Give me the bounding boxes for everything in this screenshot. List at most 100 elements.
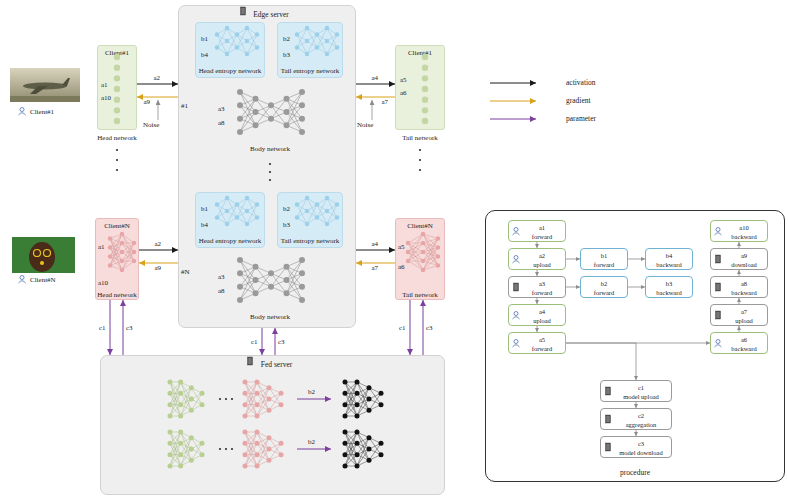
node-text: backward xyxy=(656,261,681,269)
network-link xyxy=(247,48,257,55)
network-neuron xyxy=(120,268,124,272)
network-link xyxy=(181,443,192,460)
network-link xyxy=(122,252,134,253)
network-link xyxy=(181,460,192,466)
client-icon xyxy=(715,340,722,348)
network-link xyxy=(257,438,269,444)
network-neuron xyxy=(421,259,425,263)
node-text: a6 xyxy=(741,336,747,344)
network-link xyxy=(122,261,134,270)
network-link xyxy=(240,293,256,300)
network-link xyxy=(369,443,381,449)
network-neuron xyxy=(267,447,272,452)
server-icon xyxy=(514,283,519,291)
network-link xyxy=(357,388,369,405)
network-link xyxy=(240,280,256,287)
network-link xyxy=(191,449,202,455)
network-link xyxy=(369,405,381,411)
network-neuron xyxy=(243,380,248,385)
network-link xyxy=(257,382,269,388)
network-link xyxy=(245,443,257,454)
network-link xyxy=(257,388,269,416)
network-link xyxy=(287,125,303,132)
network-link xyxy=(423,261,438,266)
network-link xyxy=(245,443,257,466)
network-link xyxy=(271,105,287,125)
network-drawing xyxy=(237,257,305,303)
network-link xyxy=(257,382,269,410)
procedure-step: a9download xyxy=(710,248,768,270)
server-icon xyxy=(241,7,246,15)
network-link xyxy=(245,393,257,404)
photo-background xyxy=(12,237,75,273)
network-neuron xyxy=(200,452,205,457)
icon-part xyxy=(606,419,609,420)
network-link xyxy=(240,273,256,293)
network-link xyxy=(227,198,237,218)
network-link xyxy=(423,243,438,257)
node-text: b1 xyxy=(601,252,608,260)
network-link xyxy=(287,112,303,132)
network-link xyxy=(269,393,281,410)
icon-part xyxy=(248,361,251,362)
node-text: a10 xyxy=(739,224,748,232)
network-link xyxy=(369,438,381,444)
network-neuron xyxy=(305,209,309,213)
network-link xyxy=(357,438,369,455)
network-link xyxy=(110,239,122,262)
network-link xyxy=(317,205,327,225)
network-link xyxy=(345,455,357,466)
network-link xyxy=(307,35,317,42)
network-neuron xyxy=(284,264,290,270)
network-link xyxy=(297,35,307,42)
network-link xyxy=(240,267,256,300)
network-link xyxy=(408,234,423,243)
network-link xyxy=(191,443,202,449)
network-link xyxy=(110,234,122,239)
network-neuron xyxy=(245,196,249,200)
edge-server-box: Edge serverb1b4Head entropy networkb2b3T… xyxy=(178,5,356,328)
network-link xyxy=(408,252,423,253)
network-link xyxy=(256,119,272,126)
node-text: b3 xyxy=(666,280,673,288)
icon-part xyxy=(716,313,719,314)
icon-part xyxy=(606,421,609,422)
node-text: b1 xyxy=(201,205,208,213)
network-neuron xyxy=(325,222,329,226)
network-link xyxy=(423,243,438,266)
node-text: Head network xyxy=(97,291,136,299)
network-neuron xyxy=(243,402,248,407)
network-neuron xyxy=(132,250,136,254)
network-link xyxy=(357,382,369,399)
network-neuron xyxy=(299,297,305,303)
activation-arrow xyxy=(356,250,395,251)
node-text: forward xyxy=(532,345,553,353)
network-drawing xyxy=(406,232,440,272)
network-link xyxy=(217,198,227,205)
network-link xyxy=(357,438,369,444)
network-link xyxy=(122,243,134,252)
network-link xyxy=(227,205,237,212)
network-link xyxy=(170,432,181,455)
network-link xyxy=(256,273,272,293)
network-link xyxy=(287,273,303,293)
network-link xyxy=(369,393,381,410)
network-link xyxy=(269,443,281,449)
flow-arrow xyxy=(566,343,636,380)
procedure-step: a3forward xyxy=(508,276,566,298)
network-neuron xyxy=(200,402,205,407)
flow-arrow xyxy=(537,298,538,304)
network-link xyxy=(181,432,192,438)
network-link xyxy=(245,382,257,405)
network-neuron xyxy=(335,202,339,206)
icon-part xyxy=(514,312,518,316)
network-link xyxy=(122,243,134,261)
network-link xyxy=(245,432,257,466)
network-neuron xyxy=(267,408,272,413)
network-link xyxy=(170,382,181,393)
node-text: a9 xyxy=(741,252,747,260)
node-text: a3 xyxy=(218,105,225,113)
network-link xyxy=(122,243,134,244)
network-link xyxy=(269,438,281,444)
network-link xyxy=(217,35,227,42)
